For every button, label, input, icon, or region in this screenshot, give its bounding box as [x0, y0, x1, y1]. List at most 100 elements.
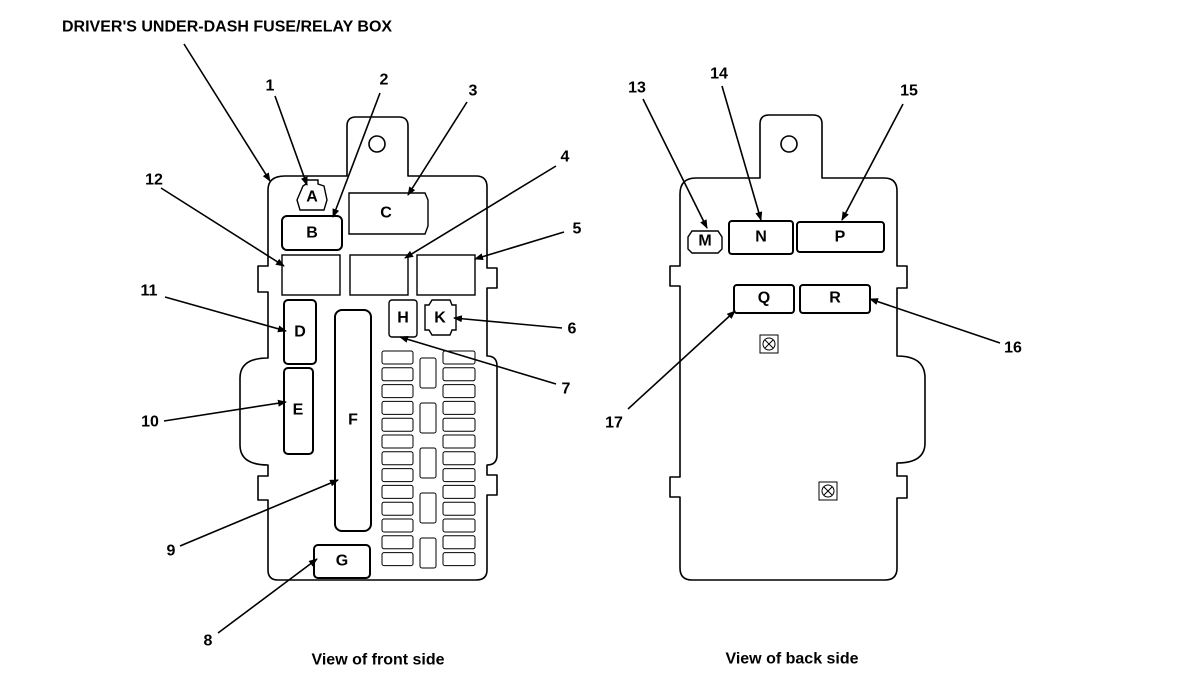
- front-caption: View of front side: [311, 652, 444, 669]
- component-a-label: A: [306, 189, 318, 206]
- fuse-slot: [442, 451, 476, 466]
- component-f-label: F: [348, 412, 358, 429]
- front-leaders: [160, 43, 565, 634]
- leader-16: [869, 298, 1001, 344]
- component-b-label: B: [306, 225, 318, 242]
- back-leaders: [627, 85, 1001, 410]
- fuse-slot: [442, 535, 476, 550]
- callout-17: 17: [605, 415, 623, 432]
- back-view: M N P Q R: [669, 114, 926, 581]
- component-p-label: P: [835, 229, 846, 246]
- callout-15: 15: [900, 83, 918, 100]
- relay-5: [416, 254, 476, 296]
- callout-16: 16: [1004, 340, 1022, 357]
- component-h-label: H: [397, 310, 409, 327]
- title-leader: [183, 43, 271, 182]
- front-view: A B C D E F G H K: [239, 116, 498, 581]
- front-mount-hole: [368, 135, 386, 153]
- fuse-slot: [442, 350, 476, 365]
- fuse-slot: [419, 357, 437, 389]
- fuse-slot: [381, 552, 414, 567]
- leader-2: [332, 92, 381, 218]
- component-q-label: Q: [758, 290, 770, 307]
- component-q: [733, 284, 795, 314]
- fuse-slot: [381, 501, 414, 516]
- component-b: [281, 215, 343, 251]
- component-f: [334, 309, 372, 532]
- leader-4: [404, 165, 557, 259]
- leader-17: [627, 310, 736, 410]
- component-e-label: E: [293, 402, 304, 419]
- callout-14: 14: [710, 66, 728, 83]
- component-c: [348, 192, 429, 235]
- component-r-label: R: [829, 290, 841, 307]
- fuse-slot: [381, 417, 414, 432]
- relay-4: [349, 254, 409, 296]
- leader-15: [841, 103, 904, 221]
- fuse-slot: [442, 417, 476, 432]
- fuse-slot: [442, 434, 476, 449]
- component-m: [687, 230, 723, 254]
- fuse-slot: [442, 468, 476, 483]
- fuse-slot: [381, 484, 414, 499]
- leader-9: [179, 479, 339, 547]
- leader-1: [274, 95, 308, 186]
- fuse-slot: [442, 484, 476, 499]
- fuse-slot: [381, 400, 414, 415]
- fuse-slot: [442, 400, 476, 415]
- callout-6: 6: [568, 321, 577, 338]
- callout-7: 7: [562, 381, 571, 398]
- leader-13: [642, 98, 708, 229]
- callout-10: 10: [141, 414, 159, 431]
- diagram-title: DRIVER'S UNDER-DASH FUSE/RELAY BOX: [62, 19, 392, 36]
- fuse-slot: [381, 384, 414, 399]
- callout-3: 3: [469, 83, 478, 100]
- callout-4: 4: [561, 149, 570, 166]
- component-d-label: D: [294, 324, 306, 341]
- callout-5: 5: [573, 221, 582, 238]
- fuse-slot: [381, 468, 414, 483]
- callout-9: 9: [167, 543, 176, 560]
- fuse-grid: [381, 350, 476, 569]
- fuse-slot: [381, 451, 414, 466]
- fuse-slot: [381, 350, 414, 365]
- leader-8: [217, 558, 318, 634]
- fuse-slot: [419, 492, 437, 524]
- leader-14: [721, 85, 763, 221]
- back-housing-outline: [669, 114, 926, 581]
- callout-12: 12: [145, 172, 163, 189]
- leader-10: [163, 399, 287, 422]
- component-p: [796, 221, 885, 253]
- back-mount-hole: [780, 135, 798, 153]
- screw-icon: [759, 334, 779, 354]
- component-g-label: G: [336, 553, 348, 570]
- leader-6: [453, 315, 563, 329]
- screw-icon: [818, 481, 838, 501]
- fuse-slot: [442, 367, 476, 382]
- fuse-slot: [419, 537, 437, 569]
- fuse-slot: [419, 402, 437, 434]
- back-caption: View of back side: [725, 651, 858, 668]
- component-c-label: C: [380, 205, 392, 222]
- leader-11: [164, 296, 287, 333]
- component-k-label: K: [434, 310, 446, 327]
- component-m-label: M: [698, 233, 711, 250]
- fuse-slot: [442, 384, 476, 399]
- fuse-slot: [381, 367, 414, 382]
- callout-11: 11: [141, 283, 158, 300]
- leader-7: [399, 335, 557, 385]
- callout-1: 1: [266, 78, 275, 95]
- callout-2: 2: [380, 72, 389, 89]
- fuse-slot: [381, 518, 414, 533]
- component-k: [424, 299, 457, 336]
- fuse-slot: [381, 434, 414, 449]
- leader-3: [407, 101, 468, 196]
- relay-12: [281, 254, 341, 296]
- component-n-label: N: [755, 229, 767, 246]
- callout-8: 8: [204, 633, 213, 650]
- fuse-slot: [419, 447, 437, 479]
- component-e: [283, 367, 314, 455]
- fuse-slot: [442, 518, 476, 533]
- component-n: [728, 220, 794, 255]
